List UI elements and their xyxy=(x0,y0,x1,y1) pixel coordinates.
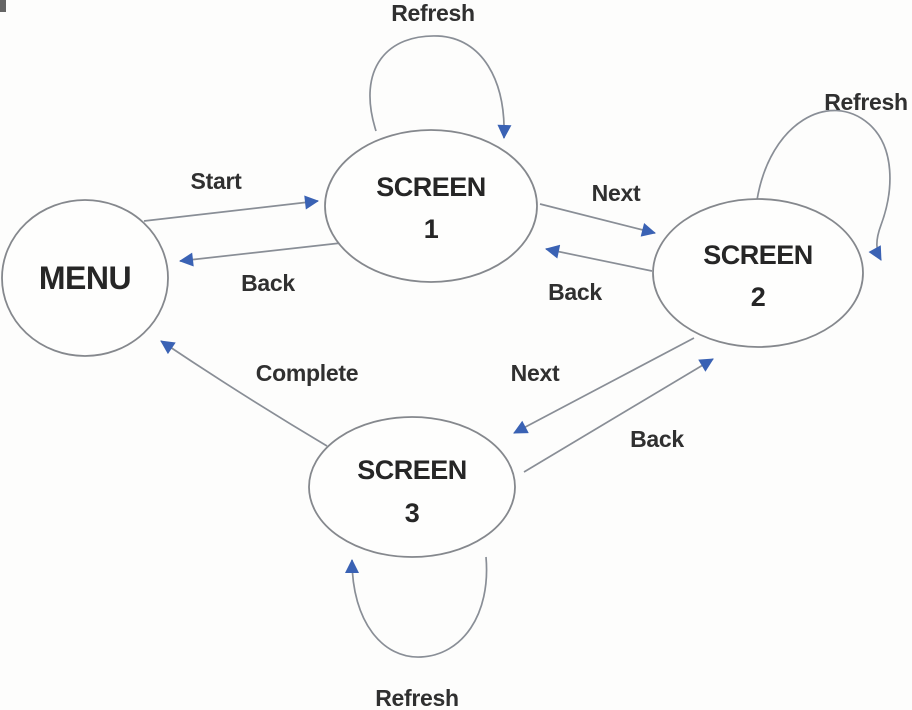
transition-complete-arrow xyxy=(160,340,328,447)
transition-back-to-screen2-arrow xyxy=(523,358,714,473)
edge-label-refresh-screen3: Refresh xyxy=(375,685,459,710)
transition-refresh-screen3-loop xyxy=(345,556,488,658)
edge-label-start: Start xyxy=(191,168,243,194)
transition-refresh-screen2-loop xyxy=(756,109,891,261)
state-node-screen3 xyxy=(308,416,516,558)
edge-label-back-menu: Back xyxy=(241,270,295,296)
transition-back-to-screen1-arrow xyxy=(545,244,653,272)
state-node-screen2 xyxy=(652,198,864,348)
menu-node-label: MENU xyxy=(39,260,131,296)
screen3-node-number: 3 xyxy=(405,498,420,528)
edge-label-refresh-screen1: Refresh xyxy=(391,0,475,26)
screen2-node-label: SCREEN xyxy=(703,240,813,270)
screen1-node-number: 1 xyxy=(424,214,439,244)
edge-label-next-screen2: Next xyxy=(592,180,641,206)
edge-label-next-screen3: Next xyxy=(511,360,560,386)
scan-artifact xyxy=(0,0,6,12)
transition-start-arrow xyxy=(143,195,319,222)
edge-label-back-screen1: Back xyxy=(548,279,602,305)
transition-refresh-screen1-loop xyxy=(369,35,512,139)
state-node-screen1 xyxy=(324,129,538,283)
edge-label-complete: Complete xyxy=(256,360,358,386)
screen2-node-number: 2 xyxy=(751,282,766,312)
transition-next-to-screen2-arrow xyxy=(539,203,656,237)
transition-next-to-screen3-arrow xyxy=(513,337,695,434)
state-node-menu xyxy=(1,199,169,357)
transition-back-to-menu-arrow xyxy=(179,242,342,267)
screen3-node-label: SCREEN xyxy=(357,455,467,485)
edge-label-back-screen2: Back xyxy=(630,426,684,452)
edge-label-refresh-screen2: Refresh xyxy=(824,89,908,115)
screen1-node-label: SCREEN xyxy=(376,172,486,202)
